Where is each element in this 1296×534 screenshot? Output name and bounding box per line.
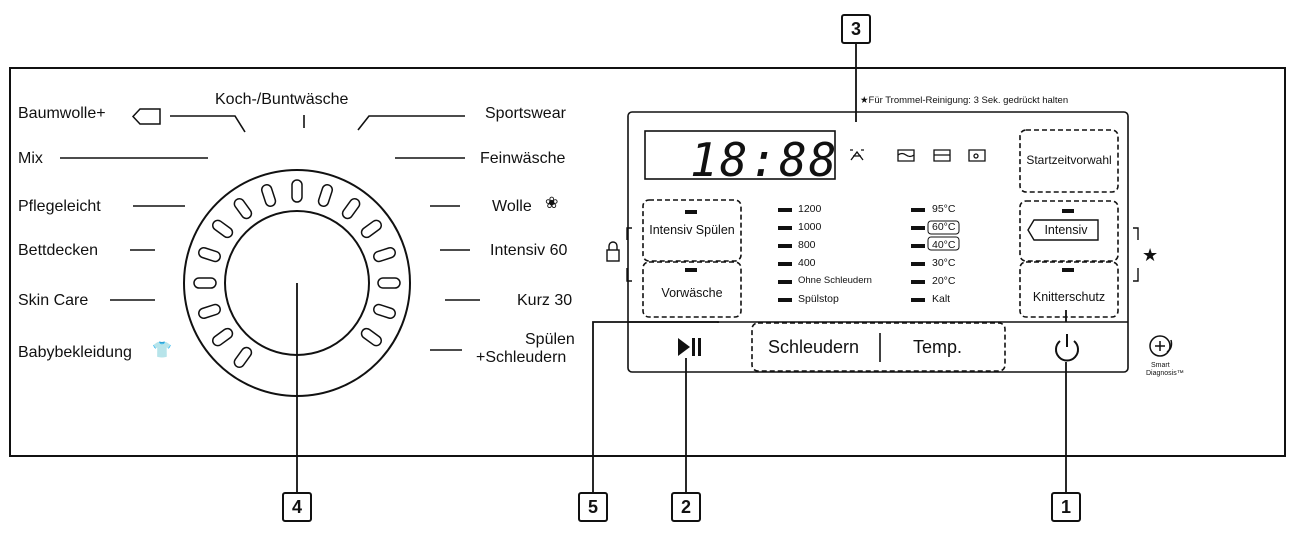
program-label-wolle: Wolle (492, 198, 532, 215)
startzeitvorwahl-button[interactable]: Startzeitvorwahl (1026, 153, 1112, 167)
program-label-intensiv-60: Intensiv 60 (490, 242, 568, 259)
dial-mark (193, 277, 217, 289)
temp-option: Kalt (932, 293, 951, 305)
indicator-bar (778, 280, 792, 284)
callout-4: 4 (282, 492, 312, 522)
spin-option: Ohne Schleudern (798, 275, 872, 286)
tag-icon (131, 108, 161, 125)
indicator-bar (911, 280, 925, 284)
display-box (644, 130, 836, 180)
dial-mark (373, 303, 396, 320)
dial-mark (198, 303, 221, 320)
dial-mark (211, 219, 234, 239)
callout-3: 3 (841, 14, 871, 44)
dial-position-marks (193, 179, 401, 369)
dial-mark (373, 246, 396, 263)
smart-diagnosis-icon (1149, 335, 1173, 357)
indicator-bar (911, 226, 925, 230)
drum-clean-note: ★Für Trommel-Reinigung: 3 Sek. gedrückt … (860, 95, 1069, 106)
dial-mark (360, 327, 383, 347)
callout-2: 2 (671, 492, 701, 522)
smart-diagnosis-label: Smart (1151, 362, 1170, 369)
dial-mark (360, 219, 383, 239)
control-area (627, 111, 1129, 373)
intensiv-spuelen-button[interactable]: Intensiv Spülen (649, 223, 735, 237)
dial-mark (341, 197, 361, 220)
program-label-skin-care: Skin Care (18, 292, 89, 309)
temp-option: 60°C (932, 221, 956, 233)
rinse-icon (897, 149, 915, 162)
program-label-koch-buntwaesche: Koch-/Buntwäsche (215, 91, 349, 108)
indicator-bar (778, 244, 792, 248)
program-label-babybekleidung: Babybekleidung (18, 344, 132, 361)
program-label-bettdecken: Bettdecken (18, 242, 99, 259)
smart-diagnosis-label-2: Diagnosis™ (1146, 370, 1184, 377)
spin-option: Spülstop (798, 293, 839, 305)
intensiv-button[interactable]: Intensiv (1044, 223, 1088, 237)
knitterschutz-button[interactable]: Knitterschutz (1032, 290, 1106, 304)
dial-mark (211, 327, 234, 347)
drum-icon (968, 149, 986, 162)
dial-mark (233, 346, 253, 369)
spin-option: 1200 (798, 203, 822, 215)
panel-frame (9, 67, 1286, 457)
temp-option: 30°C (932, 257, 956, 269)
program-label-pflegeleicht: Pflegeleicht (18, 198, 101, 215)
temp-option: 40°C (932, 239, 956, 251)
callout-5: 5 (578, 492, 608, 522)
spin-option: 400 (798, 257, 816, 269)
program-label-baumwolle: Baumwolle+ (18, 105, 106, 122)
dial-mark (198, 246, 221, 263)
power-icon (1055, 334, 1079, 362)
schleudern-button[interactable]: Schleudern (768, 337, 860, 357)
spin-option: 1000 (798, 221, 822, 233)
indicator-bar (778, 226, 792, 230)
temp-button[interactable]: Temp. (913, 337, 963, 357)
program-leader-lines (60, 115, 480, 351)
program-label-schleudern: +Schleudern (476, 349, 567, 366)
baby-clothes-icon: 👕 (152, 342, 172, 359)
spin-option: 800 (798, 239, 816, 251)
program-label-spuelen: Spülen (525, 331, 575, 348)
indicator-bar (911, 208, 925, 212)
program-label-feinwaesche: Feinwäsche (480, 150, 566, 167)
program-label-mix: Mix (18, 150, 43, 167)
program-label-sportswear: Sportswear (485, 105, 566, 122)
spin-icon (933, 149, 951, 162)
dial-mark (377, 277, 401, 289)
indicator-bar (911, 298, 925, 302)
callout-1: 1 (1051, 492, 1081, 522)
dial-mark (260, 184, 277, 207)
indicator-bar (778, 262, 792, 266)
indicator-bar (778, 208, 792, 212)
wash-icon (850, 149, 864, 161)
temp-option: 20°C (932, 275, 956, 287)
dial-mark (317, 184, 334, 207)
time-display: 18:88 (690, 133, 839, 187)
vorwaesche-button[interactable]: Vorwäsche (661, 286, 723, 300)
star-icon: ★ (1142, 245, 1159, 265)
start-pause-icon (678, 338, 701, 356)
wool-icon: ❀ (545, 195, 559, 212)
temp-option: 95°C (932, 203, 956, 215)
dial-mark (233, 197, 253, 220)
program-label-kurz-30: Kurz 30 (517, 292, 573, 309)
indicator-bar (778, 298, 792, 302)
indicator-bar (911, 262, 925, 266)
child-lock-icon (606, 241, 620, 262)
dial-mark (291, 179, 303, 203)
indicator-bar (911, 244, 925, 248)
